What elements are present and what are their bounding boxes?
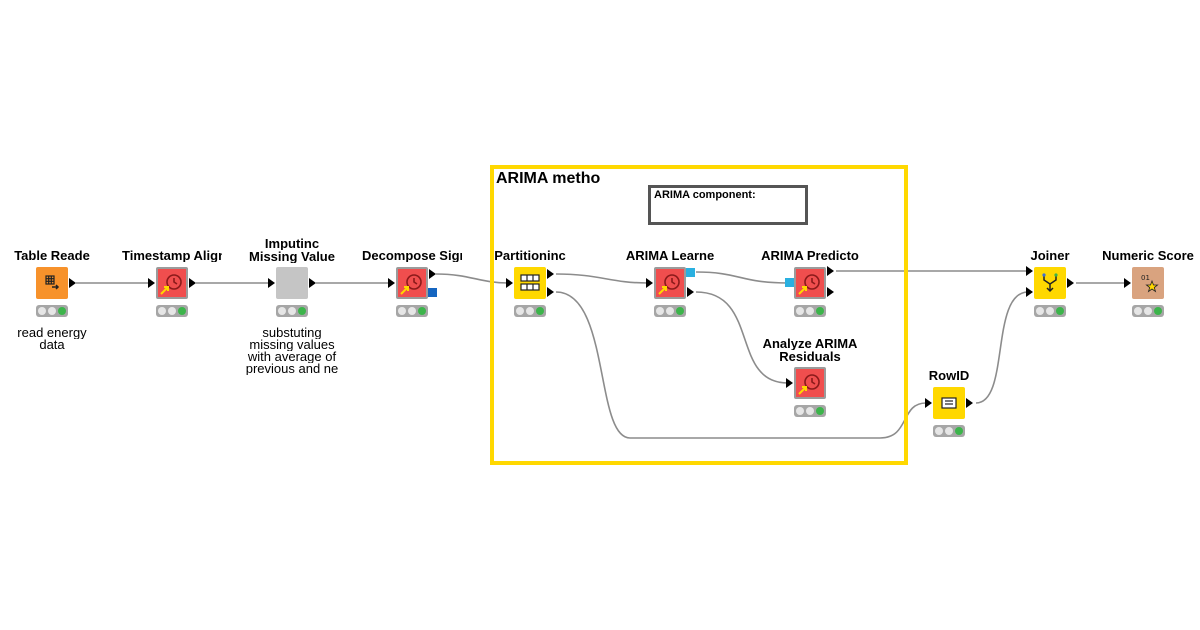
annotation-title: ARIMA metho <box>496 170 601 187</box>
node-title: Numeric Score <box>1102 249 1194 262</box>
scorer-icon[interactable]: 01 <box>1132 267 1164 299</box>
node-status <box>794 405 826 417</box>
node-title: RowID <box>928 369 970 382</box>
node-status <box>514 305 546 317</box>
node-status <box>933 425 965 437</box>
output-port[interactable] <box>189 278 196 288</box>
node-title: Missing Value <box>249 250 335 263</box>
note-text: ARIMA component: <box>654 189 756 201</box>
output-port[interactable] <box>547 269 554 279</box>
clock-component-icon[interactable] <box>794 367 826 399</box>
node-description-line: substuting <box>262 327 322 339</box>
metanode-icon[interactable] <box>276 267 308 299</box>
table-reader-icon[interactable] <box>36 267 68 299</box>
output-port[interactable] <box>429 269 436 279</box>
clock-component-icon[interactable] <box>654 267 686 299</box>
node-status <box>396 305 428 317</box>
input-port[interactable] <box>506 278 513 288</box>
output-port[interactable] <box>309 278 316 288</box>
input-port[interactable] <box>268 278 275 288</box>
node-title: Decompose Signa <box>362 249 462 262</box>
node-status <box>36 305 68 317</box>
wire-partition-to-learner <box>555 273 649 284</box>
node-status <box>156 305 188 317</box>
input-port[interactable] <box>646 278 653 288</box>
node-status <box>1034 305 1066 317</box>
node-title: Timestamp Alignme <box>122 249 222 262</box>
input-port[interactable] <box>1124 278 1131 288</box>
arima-components-note[interactable]: ARIMA component: <box>648 185 808 225</box>
rowid-icon[interactable] <box>933 387 965 419</box>
input-port[interactable] <box>786 378 793 388</box>
output-port[interactable] <box>827 287 834 297</box>
output-port-model[interactable] <box>428 288 437 297</box>
output-port[interactable] <box>547 287 554 297</box>
clock-component-icon[interactable] <box>794 267 826 299</box>
input-port[interactable] <box>1026 287 1033 297</box>
node-title: Residuals <box>779 350 841 363</box>
joiner-icon[interactable] <box>1034 267 1066 299</box>
output-port[interactable] <box>687 287 694 297</box>
node-status <box>276 305 308 317</box>
clock-component-icon[interactable] <box>156 267 188 299</box>
output-port[interactable] <box>966 398 973 408</box>
node-title: Joiner <box>1030 249 1070 262</box>
node-description-line: with average of <box>247 351 337 363</box>
node-title: Imputinc <box>264 237 320 250</box>
node-description-line: read energy <box>17 327 87 339</box>
output-port-model[interactable] <box>686 268 695 277</box>
node-description-line: missing values <box>249 339 335 351</box>
output-port[interactable] <box>1067 278 1074 288</box>
node-title: Analyze ARIMA <box>762 337 858 350</box>
input-port[interactable] <box>1026 266 1033 276</box>
input-port-model[interactable] <box>785 278 794 287</box>
node-title: ARIMA Learne <box>625 249 715 262</box>
node-description-line: data <box>39 339 65 351</box>
input-port[interactable] <box>925 398 932 408</box>
node-title: ARIMA Predicto <box>761 249 859 262</box>
node-status <box>654 305 686 317</box>
arima-method-annotation[interactable]: ARIMA metho <box>490 165 908 465</box>
output-port[interactable] <box>69 278 76 288</box>
input-port[interactable] <box>148 278 155 288</box>
wire-learner-to-residuals <box>695 291 789 384</box>
node-description-line: previous and ne <box>245 363 339 375</box>
node-status <box>1132 305 1164 317</box>
svg-text:01: 01 <box>1141 274 1150 282</box>
input-port[interactable] <box>388 278 395 288</box>
node-status <box>794 305 826 317</box>
wire-decompose-to-partitioning <box>435 273 509 284</box>
clock-component-icon[interactable] <box>396 267 428 299</box>
wire-learner-to-predictor <box>695 271 789 284</box>
partition-icon[interactable] <box>514 267 546 299</box>
output-port[interactable] <box>827 266 834 276</box>
wire-rowid-to-joiner <box>975 291 1029 404</box>
node-title: Table Reade <box>14 249 90 262</box>
node-title: Partitioninc <box>494 249 566 262</box>
